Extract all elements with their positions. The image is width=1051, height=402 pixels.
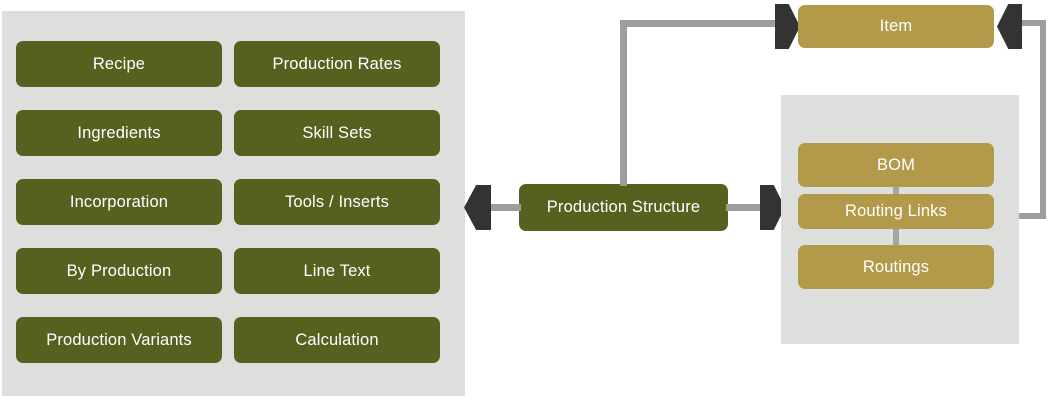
node-label: Tools / Inserts	[284, 192, 390, 211]
node-label: Calculation	[295, 330, 379, 349]
node-tools-inserts[interactable]: Tools / Inserts	[234, 179, 440, 225]
connector-right-line	[726, 204, 764, 211]
node-production-variants[interactable]: Production Variants	[16, 317, 222, 363]
node-production-structure[interactable]: Production Structure	[519, 184, 728, 231]
connector-return-bottom	[1018, 213, 1046, 219]
node-calculation[interactable]: Calculation	[234, 317, 440, 363]
node-label: Skill Sets	[302, 123, 372, 142]
node-label: Routing Links	[845, 202, 947, 221]
connector-left-line	[488, 204, 521, 211]
node-recipe[interactable]: Recipe	[16, 41, 222, 87]
connector-item-horizontal	[620, 20, 780, 27]
node-routing-links[interactable]: Routing Links	[798, 194, 994, 229]
node-label: Item	[879, 17, 913, 36]
node-label: Ingredients	[77, 123, 161, 142]
node-incorporation[interactable]: Incorporation	[16, 179, 222, 225]
node-item[interactable]: Item	[798, 5, 994, 48]
node-label: Production Rates	[272, 54, 402, 73]
node-label: Incorporation	[69, 192, 169, 211]
node-label: By Production	[66, 261, 172, 280]
node-production-rates[interactable]: Production Rates	[234, 41, 440, 87]
arrow-left-item-icon	[997, 4, 1022, 49]
arrow-left-icon	[464, 185, 491, 230]
node-label: Line Text	[303, 261, 371, 280]
arrow-right-item-icon	[775, 4, 800, 49]
node-label: Production Structure	[546, 198, 701, 217]
node-label: Production Variants	[46, 330, 192, 349]
connector-routing-links-routings	[893, 227, 899, 247]
node-skill-sets[interactable]: Skill Sets	[234, 110, 440, 156]
node-routings[interactable]: Routings	[798, 245, 994, 289]
connector-bom-routing-links	[893, 185, 899, 197]
connector-return-top	[1018, 20, 1044, 26]
connector-return-vertical	[1040, 20, 1046, 217]
node-line-text[interactable]: Line Text	[234, 248, 440, 294]
node-bom[interactable]: BOM	[798, 143, 994, 187]
node-by-production[interactable]: By Production	[16, 248, 222, 294]
node-label: BOM	[876, 155, 916, 174]
connector-item-vertical	[620, 23, 627, 186]
node-label: Routings	[862, 257, 930, 276]
node-ingredients[interactable]: Ingredients	[16, 110, 222, 156]
node-label: Recipe	[92, 54, 146, 73]
